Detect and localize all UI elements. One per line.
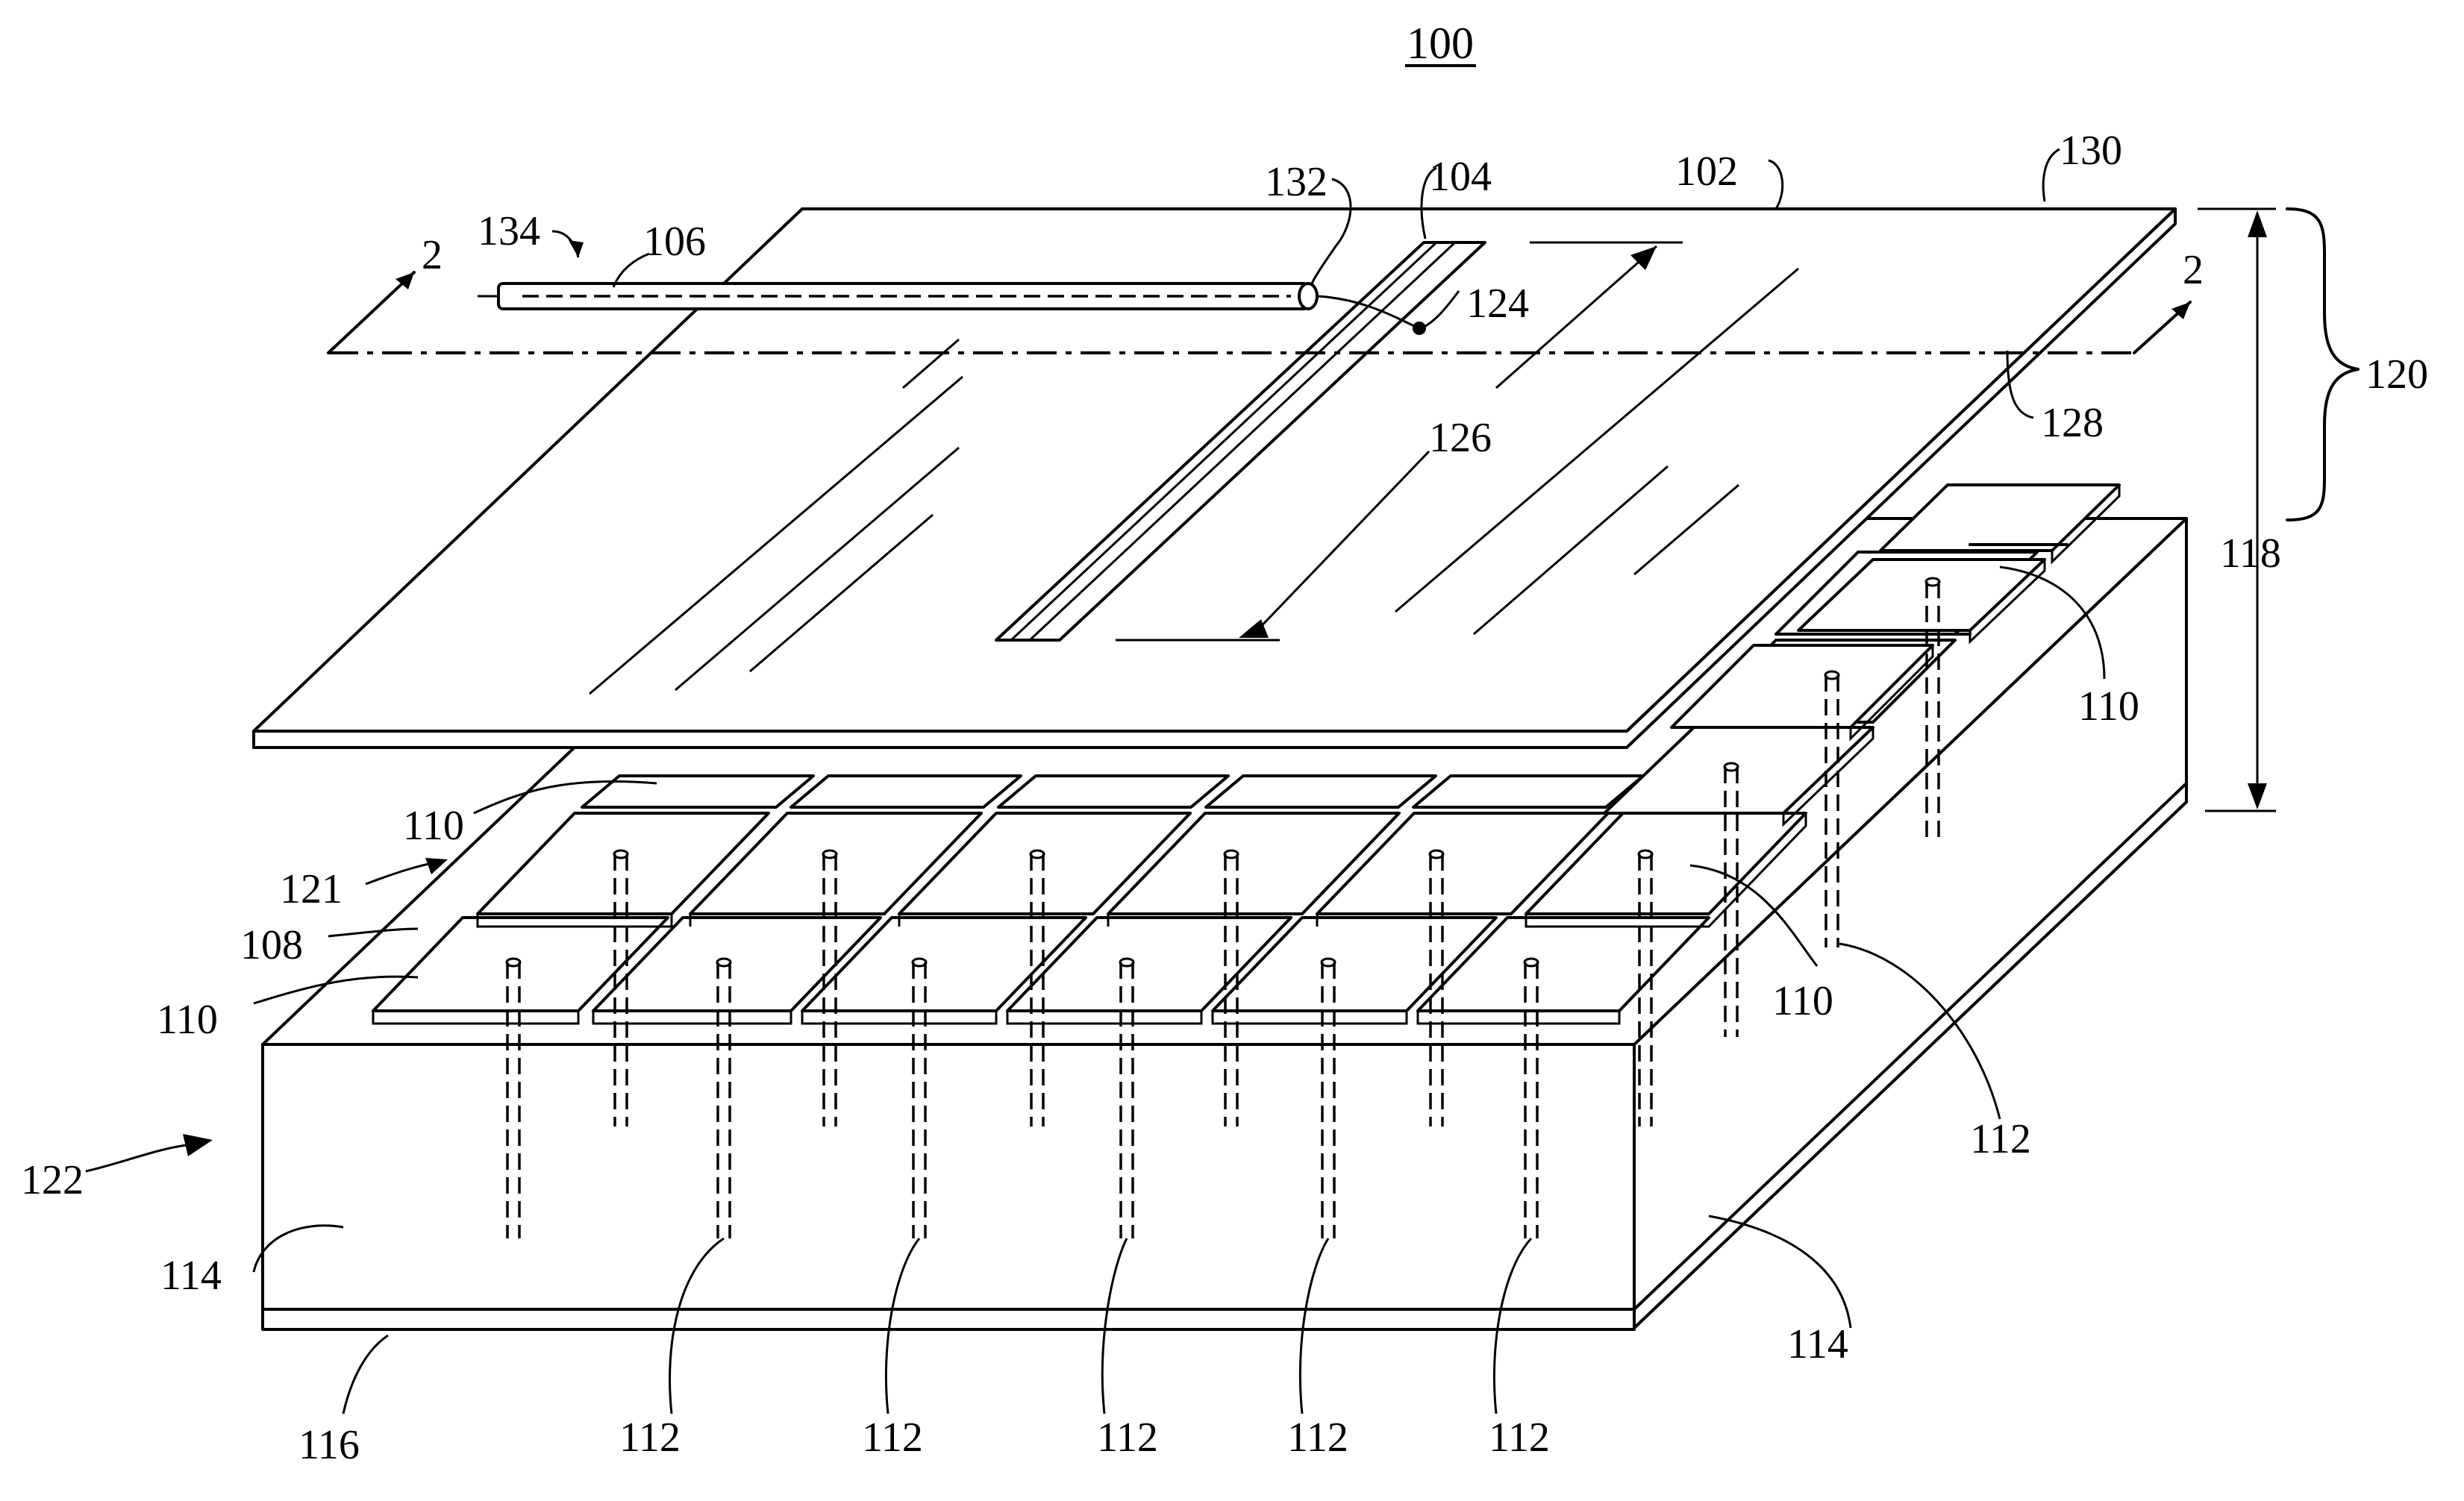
label-112-1: 112 [619, 1414, 681, 1461]
label-134: 134 [478, 208, 540, 254]
label-126: 126 [1429, 415, 1492, 461]
label-102: 102 [1675, 148, 1738, 195]
label-124: 124 [1466, 281, 1529, 327]
label-130: 130 [2060, 128, 2122, 174]
label-112-right: 112 [1970, 1116, 2031, 1162]
label-106: 106 [643, 219, 706, 265]
label-112-3: 112 [1097, 1414, 1158, 1461]
label-108: 108 [240, 922, 303, 968]
label-112-4: 112 [1287, 1414, 1348, 1461]
label-112-2: 112 [862, 1414, 923, 1461]
label-122: 122 [21, 1157, 84, 1203]
label-114-left: 114 [160, 1253, 222, 1299]
section-label-left: 2 [422, 232, 443, 278]
figure-title: 100 [1407, 19, 1474, 68]
dimension-118 [2198, 209, 2276, 811]
label-116: 116 [298, 1422, 360, 1468]
section-label-right: 2 [2183, 247, 2204, 293]
label-121: 121 [280, 866, 343, 912]
label-110-mid-right: 110 [1772, 978, 1833, 1024]
label-132: 132 [1265, 159, 1328, 205]
label-110-top-right: 110 [2078, 683, 2139, 730]
label-120: 120 [2365, 351, 2428, 398]
label-112-5: 112 [1489, 1414, 1550, 1461]
label-114-right: 114 [1787, 1321, 1848, 1367]
label-118: 118 [2220, 530, 2281, 577]
label-104: 104 [1429, 154, 1492, 200]
label-128: 128 [2041, 400, 2104, 446]
label-110-left-lower: 110 [157, 997, 218, 1043]
brace-120 [2287, 209, 2358, 520]
label-110-left-upper: 110 [403, 803, 464, 849]
